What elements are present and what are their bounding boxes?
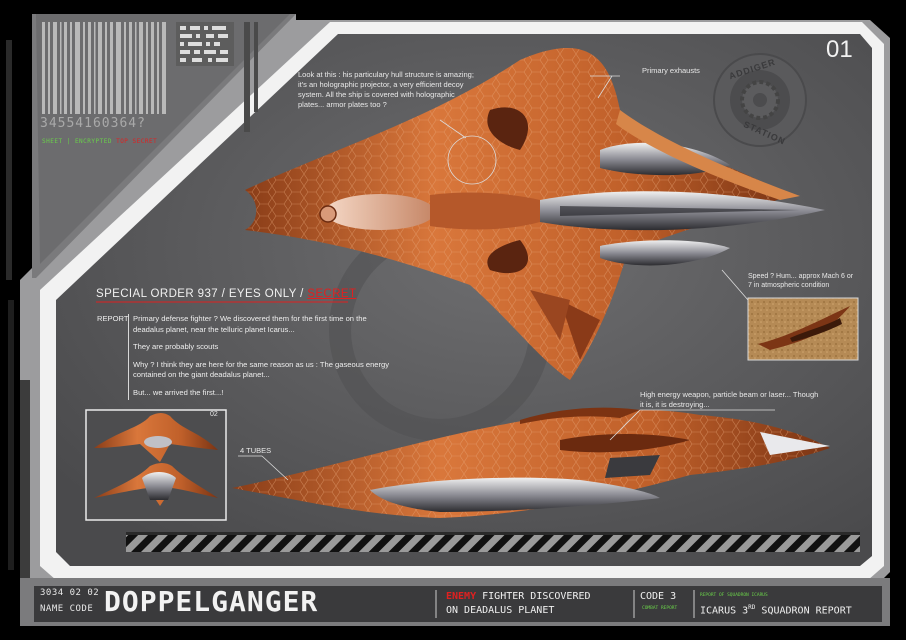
classification-line: SHEET | ENCRYPTED TOP SECRET [42,138,158,145]
report-label: REPORT [97,314,129,323]
squadron-main-1: ICARUS 3 [700,605,749,617]
code-level: CODE 3 [640,591,677,602]
squadron-main-2: SQUADRON REPORT [755,605,852,617]
footer-bar [34,586,882,622]
station-badge [713,53,807,147]
headline-line-1: ENEMY FIGHTER DISCOVERED [446,591,591,602]
inset-ship-top [94,413,218,462]
annotation-circle [447,135,497,185]
squadron-report: ICARUS 3RD SQUADRON REPORT [700,604,852,616]
sheet-number: 01 [826,36,853,63]
speed-annotation: Speed ? Hum... approx Mach 6 or 7 in atm… [748,273,854,289]
headline-line-2: ON DEADALUS PLANET [446,605,555,616]
special-order-heading: SPECIAL ORDER 937 / EYES ONLY / SECRET [96,288,356,300]
hull-annotation: Look at this : his particulary hull stru… [298,70,474,109]
squadron-sup: RD [748,604,756,611]
hazard-stripe [126,532,860,552]
annotation-lines [238,75,775,481]
ship-side-view [232,407,830,518]
classification-encrypted: ENCRYPTED [74,138,112,145]
data-matrix-code [176,22,234,66]
code-sub: COMBAT REPORT [642,606,678,611]
name-code-label: NAME CODE [40,604,94,614]
ship-name: DOPPELGANGER [104,585,319,618]
barcode [42,22,166,114]
squadron-small: REPORT OF SQUADRON ICARUS [700,593,768,598]
ship-top-view [245,48,825,381]
enemy-label: ENEMY [446,591,477,602]
report-body: Primary defense fighter ? We discovered … [133,314,395,405]
classification-secret: TOP SECRET [116,138,158,145]
exhausts-annotation: Primary exhausts [642,66,700,75]
report-paragraph: Why ? I think they are here for the same… [133,359,390,380]
code-number: 3034 02 02 [40,588,100,598]
inset-ship-bottom [94,463,218,506]
special-order-prefix: SPECIAL ORDER 937 / EYES ONLY / [96,288,308,300]
special-order-secret: SECRET [307,288,357,300]
tubes-annotation: 4 TUBES [240,446,272,455]
report-paragraph: Primary defense fighter ? We discovered … [133,314,367,334]
report-paragraph: They are probably scouts [133,342,219,351]
report-paragraph: But... we arrived the first...! [133,387,224,397]
inset-number: 02 [210,411,218,418]
headline-1: FIGHTER DISCOVERED [476,591,591,602]
report-divider [128,314,129,400]
weapon-annotation: High energy weapon, particle beam or las… [640,390,819,409]
classification-sheet: SHEET [42,138,63,145]
barcode-number: 34554160364? [40,116,146,131]
speed-photo [747,297,859,361]
